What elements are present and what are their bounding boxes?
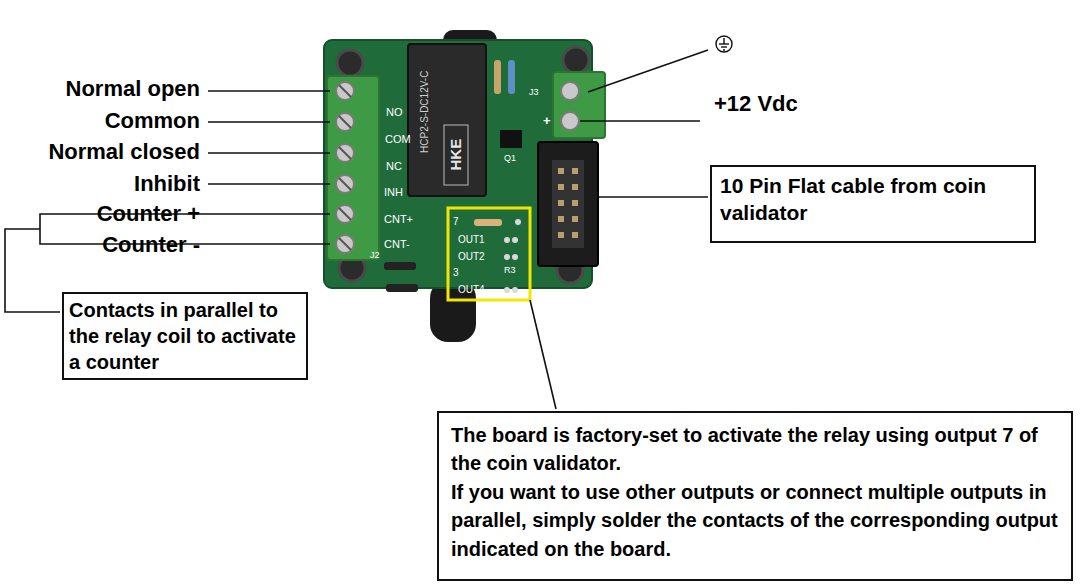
silkscreen-text: NO xyxy=(386,106,403,119)
terminal-label: Common xyxy=(105,108,200,133)
mounting-hole xyxy=(563,47,589,73)
terminal-label: Counter + xyxy=(97,201,200,226)
resistor-symbol xyxy=(474,219,502,226)
callout-box: 10 Pin Flat cable from coin validator xyxy=(710,165,1036,243)
callout-text: The board is factory-set to activate the… xyxy=(451,421,1059,478)
relay-marking xyxy=(444,125,468,185)
silkscreen-text: CNT+ xyxy=(384,213,413,226)
silkscreen-text: 7 xyxy=(453,216,459,228)
connector-socket xyxy=(552,160,584,248)
silkscreen-text: R3 xyxy=(504,265,516,275)
silkscreen-text: Q1 xyxy=(504,153,516,163)
silkscreen-text: OUT2 xyxy=(458,251,485,263)
callout-box: Contacts in parallel to the relay coil t… xyxy=(62,292,308,380)
power-terminal xyxy=(553,72,605,138)
power-label: +12 Vdc xyxy=(714,91,798,116)
diode xyxy=(384,262,416,270)
silkscreen-text: NC xyxy=(386,160,402,173)
solder-pads xyxy=(504,219,521,293)
silkscreen-text: COM xyxy=(385,133,411,146)
relay-marking: HCP2-S-DC12V-C xyxy=(419,71,431,153)
highlight-frame xyxy=(448,208,530,300)
silkscreen-text: INH xyxy=(384,186,403,199)
terminal-screw xyxy=(561,82,579,100)
silkscreen-text: J2 xyxy=(370,250,380,260)
callout-text: Contacts in parallel to the relay coil t… xyxy=(69,297,301,375)
connector-pins xyxy=(558,168,578,238)
terminal-screws xyxy=(336,82,354,253)
relay xyxy=(408,44,486,196)
terminal-label: Inhibit xyxy=(134,171,200,196)
terminal-label: Counter - xyxy=(102,232,200,257)
terminal-label: Normal closed xyxy=(48,139,200,164)
transistor xyxy=(500,130,522,148)
resistor-symbol xyxy=(508,60,515,94)
silkscreen-text: + xyxy=(543,114,551,129)
silkscreen-text: OUT4 xyxy=(458,284,485,296)
terminal-label: Normal open xyxy=(66,76,200,101)
silkscreen-text: J3 xyxy=(529,87,539,97)
terminal-screw xyxy=(561,112,579,130)
screw-slots xyxy=(339,85,351,250)
callout-text: 10 Pin Flat cable from coin validator xyxy=(720,172,1026,227)
leader-lines xyxy=(5,50,708,409)
ground-symbol xyxy=(716,36,732,52)
terminal-block xyxy=(327,76,379,260)
ribbon-connector xyxy=(538,142,598,266)
mounting-hole xyxy=(337,50,363,76)
diode xyxy=(386,284,418,292)
silkscreen-text: CNT- xyxy=(384,238,410,251)
resistor-symbol xyxy=(494,60,501,94)
silkscreen-text: OUT1 xyxy=(458,234,485,246)
relay-brand: HKE xyxy=(447,139,464,171)
note-box: The board is factory-set to activate the… xyxy=(437,411,1073,581)
callout-text: If you want to use other outputs or conn… xyxy=(451,478,1059,563)
silkscreen-text: 3 xyxy=(453,267,459,279)
